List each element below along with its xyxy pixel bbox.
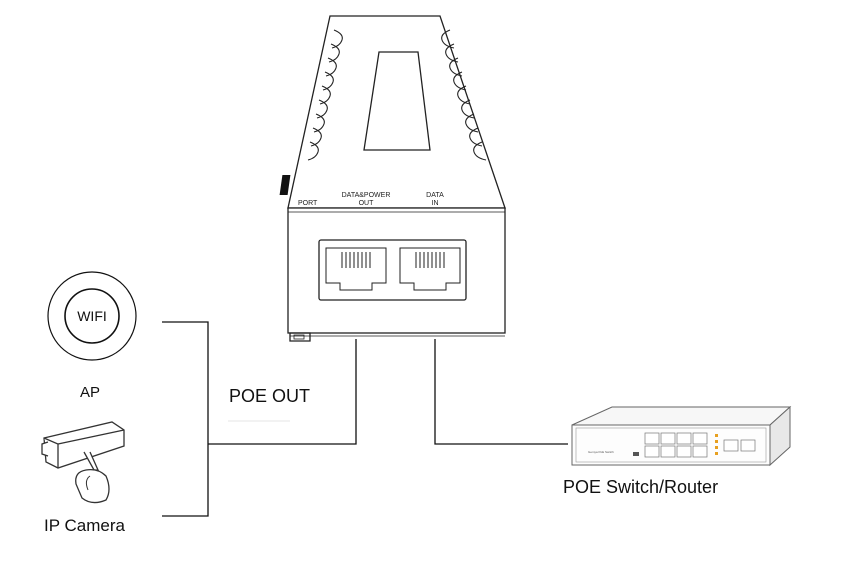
ip-camera-label: IP Camera bbox=[44, 516, 125, 535]
cable-data-in bbox=[434, 339, 568, 445]
heatsink-fins-left bbox=[307, 29, 343, 161]
cable-to-ap bbox=[162, 321, 209, 517]
switch-brand-text: Gemya PoE Switch bbox=[588, 450, 614, 454]
injector-foot bbox=[289, 332, 311, 342]
injector-top-window bbox=[363, 51, 431, 151]
rj45-port-data-in bbox=[399, 247, 461, 291]
port-indicator bbox=[279, 175, 291, 195]
port-label: PORT bbox=[298, 200, 318, 207]
data-in-line2: IN bbox=[431, 200, 439, 207]
ap-label: AP bbox=[80, 384, 101, 401]
access-point-icon bbox=[47, 271, 137, 361]
poe-injector bbox=[279, 15, 506, 342]
heatsink-fins-right bbox=[441, 29, 487, 161]
injector-top-panel bbox=[287, 15, 506, 209]
cable-poe-out bbox=[208, 339, 357, 445]
poe-out-label: POE OUT bbox=[229, 386, 311, 406]
poe-switch-label: POE Switch/Router bbox=[563, 477, 719, 497]
port-bay bbox=[318, 239, 467, 301]
cable-lines bbox=[162, 321, 568, 517]
data-power-out-line1: DATA&POWER bbox=[341, 192, 391, 199]
ip-camera-icon bbox=[41, 421, 125, 504]
poe-switch-router bbox=[571, 405, 792, 467]
data-power-out-line2: OUT bbox=[358, 200, 374, 207]
wifi-label: WIFI bbox=[77, 308, 107, 324]
data-in-line1: DATA bbox=[426, 192, 444, 199]
injector-front-panel bbox=[287, 207, 506, 334]
rj45-port-data-power-out bbox=[325, 247, 387, 291]
